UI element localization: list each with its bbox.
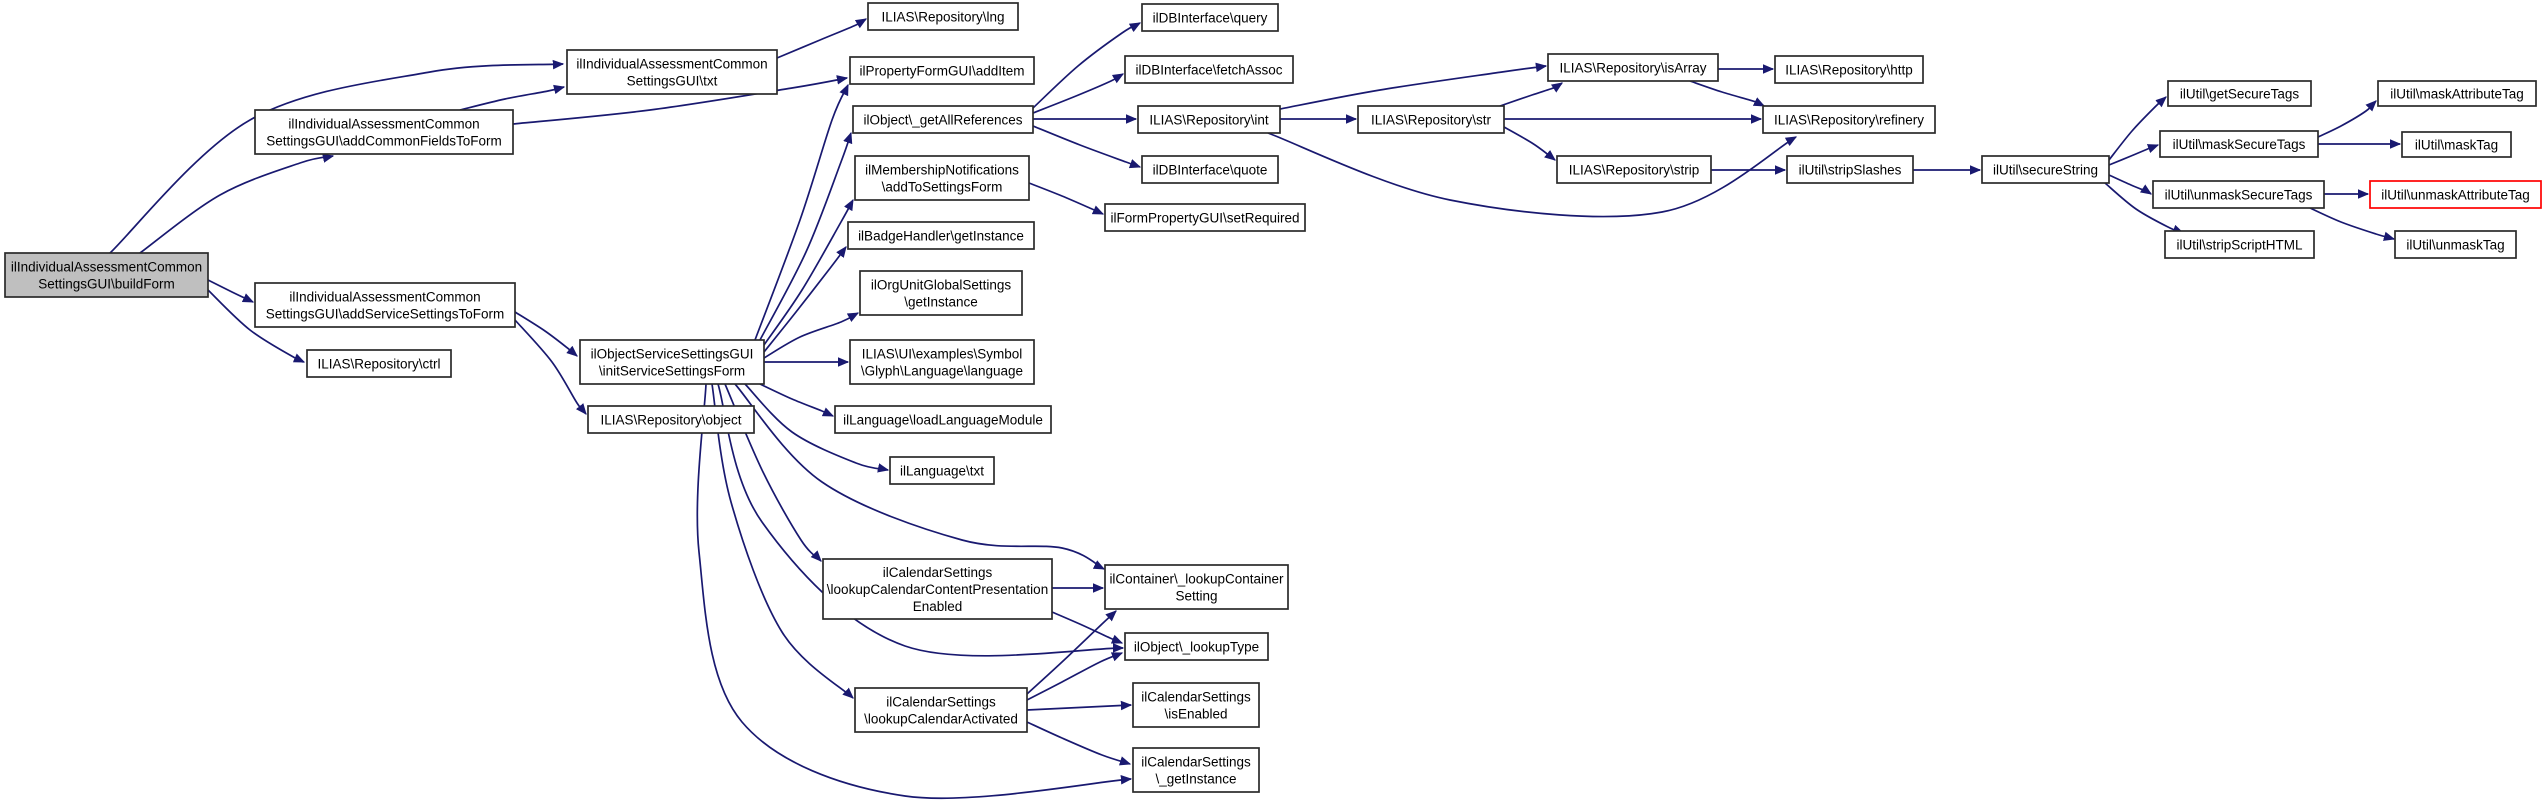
edge-add-common-fields-to-form--add-item <box>512 75 849 125</box>
edge-build-form--add-common-fields-to-form <box>139 153 335 254</box>
node-add-common-fields-to-form[interactable]: ilIndividualAssessmentCommonSettingsGUI\… <box>254 109 514 155</box>
edge-secure-string--mask-secure-tags <box>2108 144 2160 166</box>
node-secure-string[interactable]: ilUtil\secureString <box>1981 155 2110 184</box>
edge-add-service-settings-to-form--init-service-settings-form <box>514 311 578 357</box>
edge-secure-string--get-secure-tags <box>2108 96 2167 161</box>
node-lookup-calendar-content-presentation-enabled[interactable]: ilCalendarSettings\lookupCalendarContent… <box>822 558 1053 620</box>
edge-init-service-settings-form--get-all-references <box>759 131 853 341</box>
node-strip-script-html[interactable]: ilUtil\stripScriptHTML <box>2164 230 2315 259</box>
edge-mask-secure-tags--mask-attribute-tag <box>2317 100 2377 138</box>
edge-add-to-settings-form--set-required <box>1028 182 1105 215</box>
edge-init-service-settings-form--add-item <box>754 83 849 341</box>
node-unmask-secure-tags[interactable]: ilUtil\unmaskSecureTags <box>2152 180 2325 209</box>
node-repo-object[interactable]: ILIAS\Repository\object <box>587 405 755 434</box>
edge-unmask-secure-tags--unmask-tag <box>2309 207 2396 241</box>
node-strip-slashes[interactable]: ilUtil\stripSlashes <box>1786 155 1914 184</box>
node-lookup-type[interactable]: ilObject\_lookupType <box>1124 632 1269 661</box>
edge-get-all-references--db-quote <box>1032 125 1142 169</box>
edge-init-service-settings-form--load-language-module <box>759 383 835 417</box>
node-glyph-language[interactable]: ILIAS\UI\examples\Symbol\Glyph\Language\… <box>849 339 1035 385</box>
node-repo-refinery[interactable]: ILIAS\Repository\refinery <box>1762 105 1936 134</box>
node-get-all-references[interactable]: ilObject\_getAllReferences <box>852 105 1034 134</box>
node-get-secure-tags[interactable]: ilUtil\getSecureTags <box>2167 80 2312 107</box>
node-language-txt[interactable]: ilLanguage\txt <box>889 456 995 485</box>
edge-add-common-fields-to-form--txt <box>459 84 566 111</box>
edge-secure-string--unmask-secure-tags <box>2108 174 2152 195</box>
node-set-required[interactable]: ilFormPropertyGUI\setRequired <box>1104 203 1306 232</box>
edge-repo-int--repo-is-array <box>1279 62 1548 110</box>
node-mask-secure-tags[interactable]: ilUtil\maskSecureTags <box>2159 130 2319 158</box>
edge-repo-str--repo-strip <box>1503 126 1556 161</box>
node-load-language-module[interactable]: ilLanguage\loadLanguageModule <box>834 405 1052 434</box>
node-repo-lng[interactable]: ILIAS\Repository\lng <box>867 2 1019 31</box>
edge-lookup-calendar-activated--lookup-container-setting <box>1026 610 1117 695</box>
edge-repo-str--repo-is-array <box>1499 82 1563 107</box>
node-add-service-settings-to-form[interactable]: ilIndividualAssessmentCommonSettingsGUI\… <box>254 282 516 328</box>
node-db-query[interactable]: ilDBInterface\query <box>1141 3 1279 32</box>
node-cal-get-instance[interactable]: ilCalendarSettings\_getInstance <box>1132 747 1260 793</box>
node-repo-is-array[interactable]: ILIAS\Repository\isArray <box>1547 53 1719 82</box>
edge-lookup-calendar-content-presentation-enabled--lookup-type <box>1051 611 1124 644</box>
node-lookup-calendar-activated[interactable]: ilCalendarSettings\lookupCalendarActivat… <box>854 687 1028 733</box>
edge-txt--repo-lng <box>776 18 868 59</box>
node-repo-str[interactable]: ILIAS\Repository\str <box>1357 105 1505 134</box>
edge-init-service-settings-form--cal-get-instance <box>696 383 1133 800</box>
node-db-fetch-assoc[interactable]: ilDBInterface\fetchAssoc <box>1124 55 1294 84</box>
node-unmask-tag[interactable]: ilUtil\unmaskTag <box>2394 230 2517 259</box>
edge-init-service-settings-form--org-unit-get-instance <box>763 312 860 359</box>
edge-repo-is-array--repo-refinery <box>1689 80 1766 107</box>
edge-init-service-settings-form--add-to-settings-form <box>763 198 854 346</box>
node-add-item[interactable]: ilPropertyFormGUI\addItem <box>849 56 1035 85</box>
edge-lookup-calendar-activated--cal-get-instance <box>1026 721 1132 766</box>
node-mask-attribute-tag[interactable]: ilUtil\maskAttributeTag <box>2377 80 2537 107</box>
node-repo-http[interactable]: ILIAS\Repository\http <box>1774 55 1924 84</box>
node-txt[interactable]: ilIndividualAssessmentCommonSettingsGUI\… <box>566 49 778 95</box>
node-repo-ctrl[interactable]: ILIAS\Repository\ctrl <box>306 349 452 378</box>
node-add-to-settings-form[interactable]: ilMembershipNotifications\addToSettingsF… <box>854 155 1030 201</box>
node-org-unit-get-instance[interactable]: ilOrgUnitGlobalSettings\getInstance <box>859 270 1023 316</box>
node-cal-is-enabled[interactable]: ilCalendarSettings\isEnabled <box>1132 682 1260 728</box>
edge-lookup-calendar-activated--lookup-type <box>1026 652 1124 701</box>
node-unmask-attribute-tag[interactable]: ilUtil\unmaskAttributeTag <box>2369 180 2542 209</box>
node-badge-get-instance[interactable]: ilBadgeHandler\getInstance <box>847 221 1035 250</box>
edge-init-service-settings-form--lookup-container-setting <box>734 383 1106 570</box>
edge-add-service-settings-to-form--repo-object <box>514 319 587 415</box>
edge-init-service-settings-form--badge-get-instance <box>763 246 847 353</box>
edge-build-form--txt <box>109 59 565 254</box>
edge-build-form--add-service-settings-to-form <box>207 279 255 303</box>
node-repo-int[interactable]: ILIAS\Repository\int <box>1137 105 1281 134</box>
edge-repo-int--repo-refinery <box>1267 132 1798 218</box>
node-build-form[interactable]: ilIndividualAssessmentCommonSettingsGUI\… <box>4 252 209 298</box>
edge-lookup-calendar-activated--cal-is-enabled <box>1026 700 1133 711</box>
edge-build-form--repo-ctrl <box>207 289 306 363</box>
node-mask-tag[interactable]: ilUtil\maskTag <box>2401 131 2512 158</box>
edge-init-service-settings-form--lookup-calendar-activated <box>711 383 854 699</box>
edge-init-service-settings-form--language-txt <box>744 383 890 473</box>
node-repo-strip[interactable]: ILIAS\Repository\strip <box>1556 155 1712 184</box>
node-db-quote[interactable]: ilDBInterface\quote <box>1141 155 1279 184</box>
edge-get-all-references--db-query <box>1032 22 1142 109</box>
node-init-service-settings-form[interactable]: ilObjectServiceSettingsGUI\initServiceSe… <box>579 339 765 385</box>
edge-get-all-references--db-fetch-assoc <box>1032 73 1125 114</box>
